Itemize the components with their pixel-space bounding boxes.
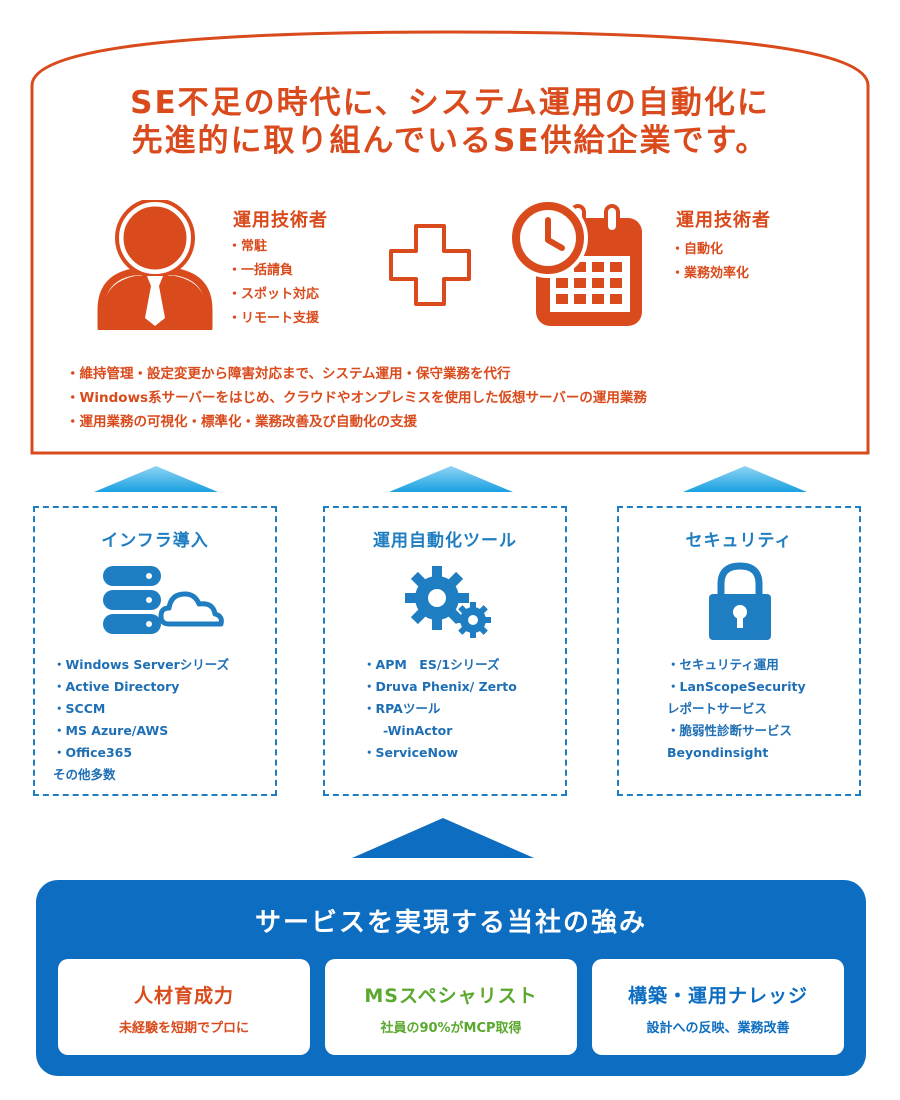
left-role-item: スポット対応 xyxy=(228,283,319,307)
headline-line-1: SE不足の時代に、システム運用の自動化に xyxy=(130,85,770,121)
database-cloud-icon xyxy=(103,566,224,634)
strength-card: MSスペシャリスト 社員の90%がMCP取得 xyxy=(325,959,577,1055)
left-role-title: 運用技術者 xyxy=(233,210,328,231)
service-item: セキュリティ運用 xyxy=(667,654,806,676)
service-item: Druva Phenix/ Zerto xyxy=(363,676,517,698)
gears-icon xyxy=(405,566,491,638)
left-role-item: リモート支援 xyxy=(228,307,319,331)
headline-line-2: 先進的に取り組んでいるSE供給企業です。 xyxy=(131,123,769,159)
service-item-extra: その他多数 xyxy=(53,767,116,782)
plus-icon xyxy=(389,224,471,306)
left-role-list: 常駐 一括請負 スポット対応 リモート支援 xyxy=(228,235,319,331)
right-role-item: 自動化 xyxy=(671,238,749,262)
strength-card-desc: 未経験を短期でプロに xyxy=(118,1021,249,1036)
service-item: APM ES/1シリーズ xyxy=(363,654,517,676)
padlock-icon xyxy=(709,562,771,640)
service-item: ServiceNow xyxy=(363,742,517,764)
person-icon xyxy=(97,200,213,330)
left-role-item: 一括請負 xyxy=(228,259,319,283)
calendar-clock-icon xyxy=(508,198,642,326)
service-item-sub: -WinActor xyxy=(383,723,453,738)
service-item: Office365 xyxy=(53,742,229,764)
service-box-security: セキュリティ セキュリティ運用 LanScopeSecurity レポートサービ… xyxy=(617,506,861,796)
up-arrow-icon xyxy=(389,466,513,492)
service-title: セキュリティ xyxy=(685,531,793,551)
service-title: 運用自動化ツール xyxy=(373,531,517,551)
right-role-list: 自動化 業務効率化 xyxy=(671,238,749,286)
strengths-panel: サービスを実現する当社の強み 人材育成力 未経験を短期でプロに MSスペシャリス… xyxy=(36,880,866,1076)
service-box-automation: 運用自動化ツール APM ES/1シリーズ Druva Phenix/ Zert… xyxy=(323,506,567,796)
strength-card-title: 人材育成力 xyxy=(133,985,234,1007)
service-item: LanScopeSecurity xyxy=(667,676,806,698)
strength-card-desc: 設計への反映、業務改善 xyxy=(646,1021,790,1036)
strength-card-title: MSスペシャリスト xyxy=(364,985,538,1007)
service-item: RPAツール xyxy=(363,698,517,720)
service-list: Windows Serverシリーズ Active Directory SCCM… xyxy=(53,654,229,786)
summary-bullet: 運用業務の可視化・標準化・業務改善及び自動化の支援 xyxy=(66,410,647,434)
left-role-item: 常駐 xyxy=(228,235,319,259)
right-role-title: 運用技術者 xyxy=(676,210,771,231)
strength-card: 人材育成力 未経験を短期でプロに xyxy=(58,959,310,1055)
service-title: インフラ導入 xyxy=(101,531,209,551)
summary-bullet: 維持管理・設定変更から障害対応まで、システム運用・保守業務を代行 xyxy=(66,362,647,386)
up-arrow-large-icon xyxy=(352,818,534,858)
strength-card-title: 構築・運用ナレッジ xyxy=(627,985,808,1007)
top-panel-frame xyxy=(30,30,870,455)
up-arrow-icon xyxy=(94,466,218,492)
service-box-infra: インフラ導入 Windows Serverシリーズ Active Directo… xyxy=(33,506,277,796)
service-item-cont: Beyondinsight xyxy=(667,745,769,760)
service-list: セキュリティ運用 LanScopeSecurity レポートサービス 脆弱性診断… xyxy=(667,654,806,764)
strength-card: 構築・運用ナレッジ 設計への反映、業務改善 xyxy=(592,959,844,1055)
service-item-cont: レポートサービス xyxy=(667,701,768,716)
summary-bullet: Windows系サーバーをはじめ、クラウドやオンプレミスを使用した仮想サーバーの… xyxy=(66,386,647,410)
summary-bullets: 維持管理・設定変更から障害対応まで、システム運用・保守業務を代行 Windows… xyxy=(66,362,647,434)
service-item: 脆弱性診断サービス xyxy=(667,720,806,742)
right-role-item: 業務効率化 xyxy=(671,262,749,286)
strengths-title: サービスを実現する当社の強み xyxy=(254,908,647,938)
service-item: SCCM xyxy=(53,698,229,720)
service-item: Windows Serverシリーズ xyxy=(53,654,230,676)
service-item: MS Azure/AWS xyxy=(53,720,229,742)
up-arrow-icon xyxy=(683,466,807,492)
service-item: Active Directory xyxy=(53,676,229,698)
service-list: APM ES/1シリーズ Druva Phenix/ Zerto RPAツール … xyxy=(363,654,517,764)
strength-card-desc: 社員の90%がMCP取得 xyxy=(380,1021,522,1036)
